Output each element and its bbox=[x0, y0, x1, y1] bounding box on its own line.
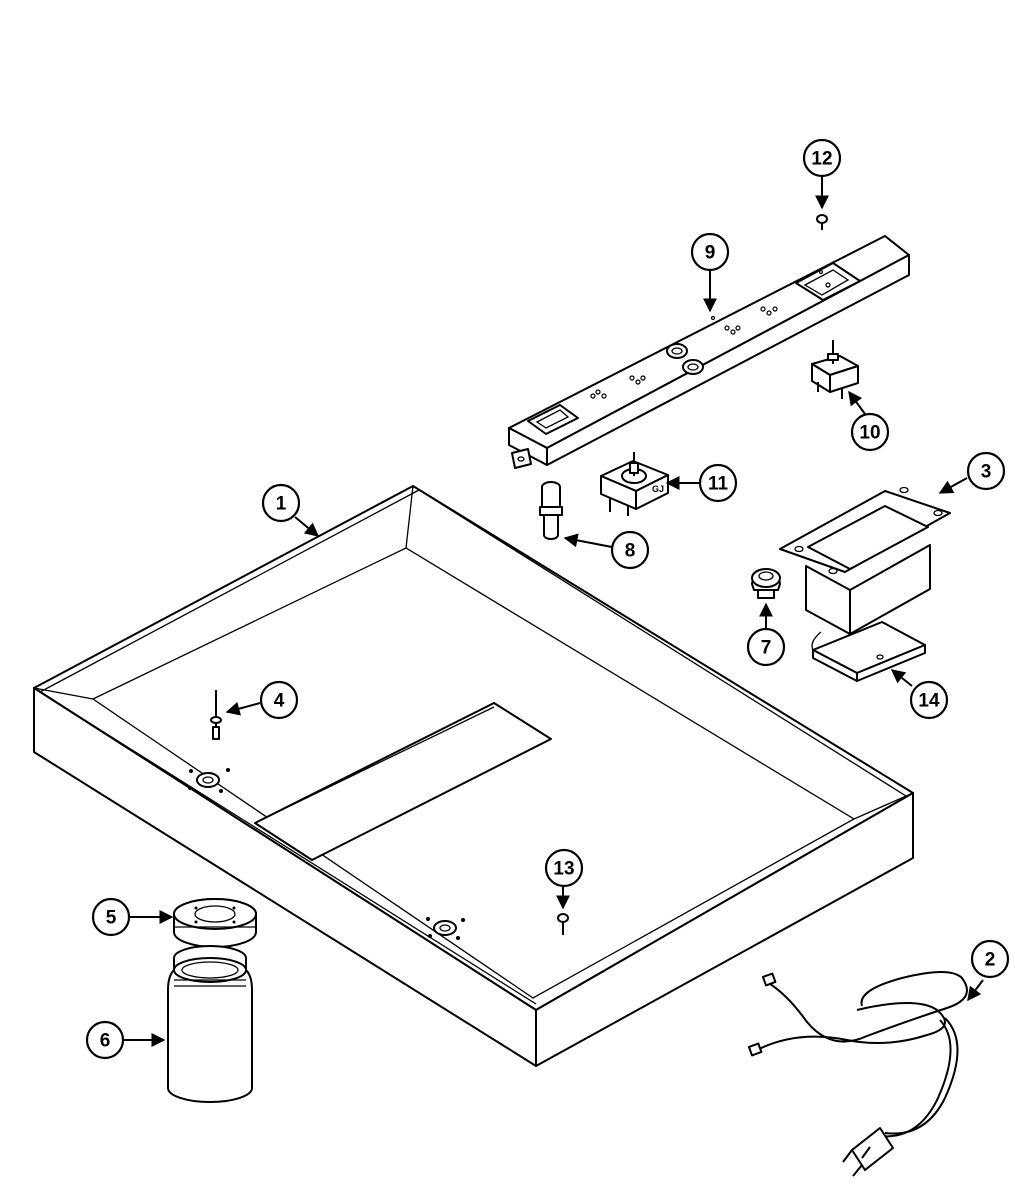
part-junction-box bbox=[779, 486, 951, 635]
callout-11: 11 bbox=[698, 463, 738, 503]
part-lid bbox=[173, 898, 257, 948]
callout-11-label: 11 bbox=[708, 474, 729, 495]
part-bracket bbox=[811, 621, 926, 682]
part-screw-12 bbox=[816, 214, 828, 230]
callout-4-label: 4 bbox=[274, 691, 285, 712]
leader-lines bbox=[124, 177, 984, 1047]
callout-5: 5 bbox=[91, 897, 131, 937]
part-base-tray bbox=[33, 485, 914, 1067]
callout-8-label: 8 bbox=[625, 541, 636, 562]
part-control-panel bbox=[508, 235, 910, 469]
callout-10: 10 bbox=[850, 412, 890, 452]
callout-13-label: 13 bbox=[553, 859, 574, 880]
part-switch-11: GJ bbox=[600, 452, 669, 516]
callout-6: 6 bbox=[85, 1020, 125, 1060]
mounting-hole-right bbox=[426, 917, 465, 940]
callout-9: 9 bbox=[690, 232, 730, 272]
callout-7: 7 bbox=[746, 627, 786, 667]
callout-1-label: 1 bbox=[276, 494, 287, 515]
callout-5-label: 5 bbox=[106, 908, 117, 929]
part-power-cord bbox=[747, 971, 968, 1177]
callout-3: 3 bbox=[966, 451, 1006, 491]
part-11-marking: GJ bbox=[652, 484, 664, 494]
callout-12: 12 bbox=[802, 138, 842, 178]
part-jar bbox=[167, 945, 253, 1103]
callout-6-label: 6 bbox=[100, 1031, 111, 1052]
part-switch-10 bbox=[811, 340, 859, 399]
callout-4: 4 bbox=[259, 680, 299, 720]
part-pin bbox=[210, 690, 222, 740]
callout-12-label: 12 bbox=[811, 149, 832, 170]
part-knob bbox=[751, 568, 781, 599]
callout-2: 2 bbox=[970, 939, 1010, 979]
callout-9-label: 9 bbox=[705, 243, 716, 264]
callout-2-label: 2 bbox=[985, 950, 996, 971]
callout-14-label: 14 bbox=[918, 691, 940, 712]
callout-13: 13 bbox=[544, 848, 584, 888]
mounting-hole-left bbox=[188, 768, 230, 793]
part-indicator-light bbox=[539, 481, 563, 540]
callout-3-label: 3 bbox=[981, 462, 992, 483]
part-screw-13 bbox=[557, 913, 569, 935]
callout-1: 1 bbox=[261, 483, 301, 523]
callout-14: 14 bbox=[909, 680, 949, 720]
callout-10-label: 10 bbox=[859, 423, 880, 444]
callout-7-label: 7 bbox=[761, 638, 772, 659]
callout-8: 8 bbox=[610, 530, 650, 570]
